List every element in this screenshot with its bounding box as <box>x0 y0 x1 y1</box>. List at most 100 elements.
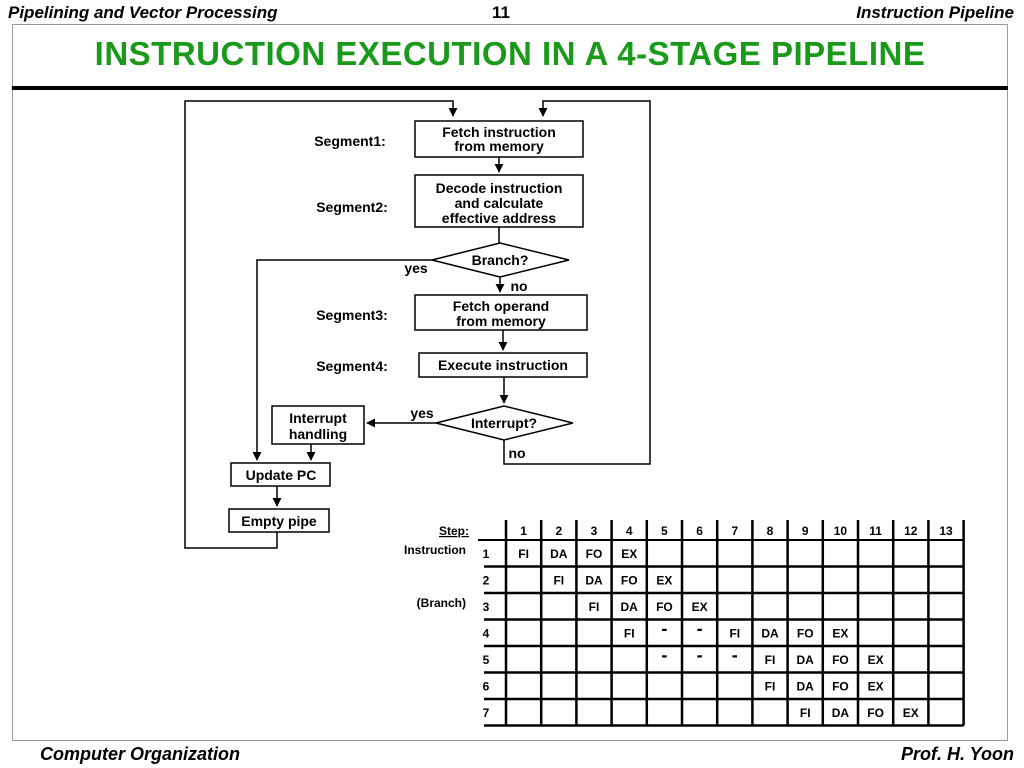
step-label: Step: <box>439 524 469 538</box>
stage-cell: EX <box>868 680 884 694</box>
empty-pipe-box <box>228 508 330 533</box>
branch-no-label: no <box>510 278 527 294</box>
interrupt-no-loop-line <box>503 100 651 465</box>
stage-cell: DA <box>621 600 639 614</box>
step-number: 11 <box>869 524 882 538</box>
execute-instruction-box <box>418 352 588 378</box>
stall-cell: - <box>697 645 703 665</box>
page-number: 11 <box>492 3 510 22</box>
segment3-label: Segment3: <box>316 307 388 323</box>
empty-pipe-text: Empty pipe <box>241 513 317 529</box>
fetch-instruction-text-2: from memory <box>454 138 544 154</box>
segment1-label: Segment1: <box>314 133 386 149</box>
step-number: 7 <box>731 524 738 538</box>
footer-right: Prof. H. Yoon <box>900 744 1014 764</box>
stage-cell: FI <box>553 574 564 588</box>
step-number: 3 <box>591 524 598 538</box>
instruction-number: 2 <box>483 574 490 588</box>
stage-cell: DA <box>797 680 815 694</box>
step-number: 13 <box>939 524 953 538</box>
stage-cell: FO <box>867 706 884 720</box>
instruction-number: 4 <box>483 627 490 641</box>
stage-cell: FI <box>765 680 776 694</box>
stage-cell: FO <box>797 627 814 641</box>
fetch-instruction-box <box>414 120 584 158</box>
update-pc-box <box>230 462 331 487</box>
stage-cell: EX <box>832 627 848 641</box>
decode-instruction-box <box>414 174 584 228</box>
stall-cell: - <box>661 645 667 665</box>
update-pc-text: Update PC <box>246 467 317 483</box>
instruction-number: 5 <box>483 653 490 667</box>
instruction-number: 6 <box>483 680 490 694</box>
fetch-operand-text-1: Fetch operand <box>453 298 549 314</box>
branch-text: Branch? <box>472 252 529 268</box>
interrupt-no-label: no <box>508 445 525 461</box>
stage-cell: FI <box>729 627 740 641</box>
branch-diamond <box>431 242 570 278</box>
stage-cell: FO <box>586 547 603 561</box>
stage-cell: FO <box>832 653 849 667</box>
instruction-number: 3 <box>483 600 490 614</box>
stage-cell: EX <box>692 600 708 614</box>
step-number: 5 <box>661 524 668 538</box>
arrow-branch-yes <box>252 259 432 461</box>
stall-cell: - <box>661 619 667 639</box>
step-number: 2 <box>555 524 562 538</box>
interrupt-yes-label: yes <box>410 405 434 421</box>
row-label: (Branch) <box>417 596 466 610</box>
stage-cell: FI <box>518 547 529 561</box>
stage-cell: DA <box>797 653 815 667</box>
stage-cell: EX <box>656 574 672 588</box>
stage-cell: FI <box>765 653 776 667</box>
execute-text: Execute instruction <box>438 357 568 373</box>
branch-yes-label: yes <box>404 260 428 276</box>
stage-cell: FI <box>589 600 600 614</box>
content-frame <box>12 90 1008 741</box>
stage-cell: FO <box>832 680 849 694</box>
step-number: 4 <box>626 524 633 538</box>
fetch-instruction-text-1: Fetch instruction <box>442 124 556 140</box>
step-number: 8 <box>767 524 774 538</box>
stage-cell: DA <box>585 574 603 588</box>
stall-cell: - <box>697 619 703 639</box>
header-right: Instruction Pipeline <box>856 3 1014 22</box>
empty-pipe-loop-line <box>184 100 458 549</box>
stage-cell: FO <box>621 574 638 588</box>
interrupt-handling-text-2: handling <box>289 426 347 442</box>
instruction-number: 7 <box>483 706 490 720</box>
fetch-operand-text-2: from memory <box>456 313 546 329</box>
stage-cell: DA <box>832 706 850 720</box>
row-label: Instruction <box>404 543 466 557</box>
segment2-label: Segment2: <box>316 199 388 215</box>
interrupt-handling-text-1: Interrupt <box>289 410 347 426</box>
fetch-operand-box <box>414 294 588 331</box>
title-rule <box>12 86 1008 90</box>
stage-cell: EX <box>868 653 884 667</box>
stage-cell: FO <box>656 600 673 614</box>
step-number: 12 <box>904 524 918 538</box>
stage-cell: DA <box>550 547 568 561</box>
decode-text-2: and calculate <box>455 195 544 211</box>
instruction-number: 1 <box>483 547 490 561</box>
stage-cell: DA <box>761 627 779 641</box>
interrupt-text: Interrupt? <box>471 415 537 431</box>
stage-cell: EX <box>621 547 637 561</box>
step-number: 6 <box>696 524 703 538</box>
title-box: INSTRUCTION EXECUTION IN A 4-STAGE PIPEL… <box>12 24 1008 86</box>
decode-text-1: Decode instruction <box>436 180 563 196</box>
step-number: 1 <box>520 524 527 538</box>
header-left: Pipelining and Vector Processing <box>8 3 278 22</box>
slide-title: INSTRUCTION EXECUTION IN A 4-STAGE PIPEL… <box>94 35 926 72</box>
stage-cell: FI <box>624 627 635 641</box>
stage-cell: FI <box>800 706 811 720</box>
decode-text-3: effective address <box>442 210 557 226</box>
interrupt-handling-box <box>271 405 365 445</box>
stall-cell: - <box>732 645 738 665</box>
step-number: 9 <box>802 524 809 538</box>
segment4-label: Segment4: <box>316 358 388 374</box>
interrupt-diamond <box>435 405 574 441</box>
step-number: 10 <box>834 524 848 538</box>
